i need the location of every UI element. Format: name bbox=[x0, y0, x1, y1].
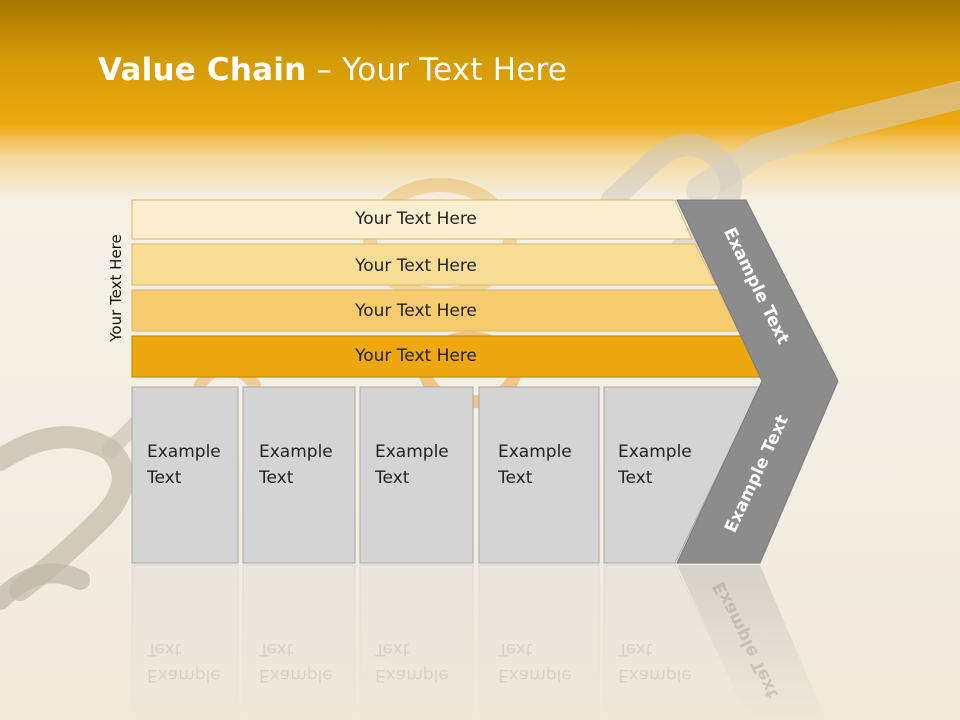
chain-link-icon bbox=[686, 81, 960, 204]
chain-link-icon bbox=[0, 563, 90, 610]
box-reflection-line: Example bbox=[375, 665, 449, 685]
box-reflection-line: Text bbox=[498, 639, 533, 659]
box-label-3-reflection: Example Text bbox=[375, 636, 449, 688]
box-label-4-line1: Example bbox=[498, 442, 572, 462]
box-label-3-line1: Example bbox=[375, 442, 449, 462]
box-label-4-reflection: Example Text bbox=[498, 636, 572, 688]
example-box-3 bbox=[359, 386, 474, 564]
bar-label-3: Your Text Here bbox=[355, 301, 477, 321]
header-banner bbox=[0, 0, 960, 200]
box-label-2-line2: Text bbox=[259, 468, 294, 488]
box-label-5-line2: Text bbox=[618, 468, 653, 488]
box-label-2: Example Text bbox=[259, 439, 333, 491]
box-reflection-line: Example bbox=[259, 665, 333, 685]
box-label-2-reflection: Example Text bbox=[259, 636, 333, 688]
example-box-4 bbox=[478, 386, 600, 564]
chain-link-icon bbox=[0, 426, 134, 601]
box-reflection-line: Example bbox=[147, 665, 221, 685]
value-bar-1 bbox=[131, 199, 693, 240]
box-label-5-line1: Example bbox=[618, 442, 692, 462]
box-label-5: Example Text bbox=[618, 439, 692, 491]
box-label-5-reflection: Example Text bbox=[618, 636, 692, 688]
box-reflection-line: Text bbox=[147, 639, 182, 659]
example-box-2 bbox=[242, 386, 356, 564]
bar-label-1: Your Text Here bbox=[355, 209, 477, 229]
box-label-3: Example Text bbox=[375, 439, 449, 491]
example-box-5 bbox=[603, 386, 761, 564]
bar-label-4: Your Text Here bbox=[355, 346, 477, 366]
value-bar-2 bbox=[131, 243, 717, 286]
bar-label-2: Your Text Here bbox=[355, 256, 477, 276]
box-reflection-line: Example bbox=[618, 665, 692, 685]
box-reflection-line: Example bbox=[498, 665, 572, 685]
box-label-1-line2: Text bbox=[147, 468, 182, 488]
box-label-1-reflection: Example Text bbox=[147, 636, 221, 688]
box-label-3-line2: Text bbox=[375, 468, 410, 488]
title-rest: – Your Text Here bbox=[306, 52, 568, 88]
box-label-1: Example Text bbox=[147, 439, 221, 491]
box-reflection-line: Text bbox=[375, 639, 410, 659]
reflection-group bbox=[131, 564, 827, 720]
box-label-2-line1: Example bbox=[259, 442, 333, 462]
chevron-arrow bbox=[676, 199, 839, 564]
page-title: Value Chain – Your Text Here bbox=[98, 52, 567, 88]
example-box-1 bbox=[131, 386, 239, 564]
box-label-4-line2: Text bbox=[498, 468, 533, 488]
title-bold: Value Chain bbox=[98, 52, 307, 88]
box-label-4: Example Text bbox=[498, 439, 572, 491]
box-reflection-line: Text bbox=[618, 639, 653, 659]
box-reflection-line: Text bbox=[259, 639, 294, 659]
box-label-1-line1: Example bbox=[147, 442, 221, 462]
